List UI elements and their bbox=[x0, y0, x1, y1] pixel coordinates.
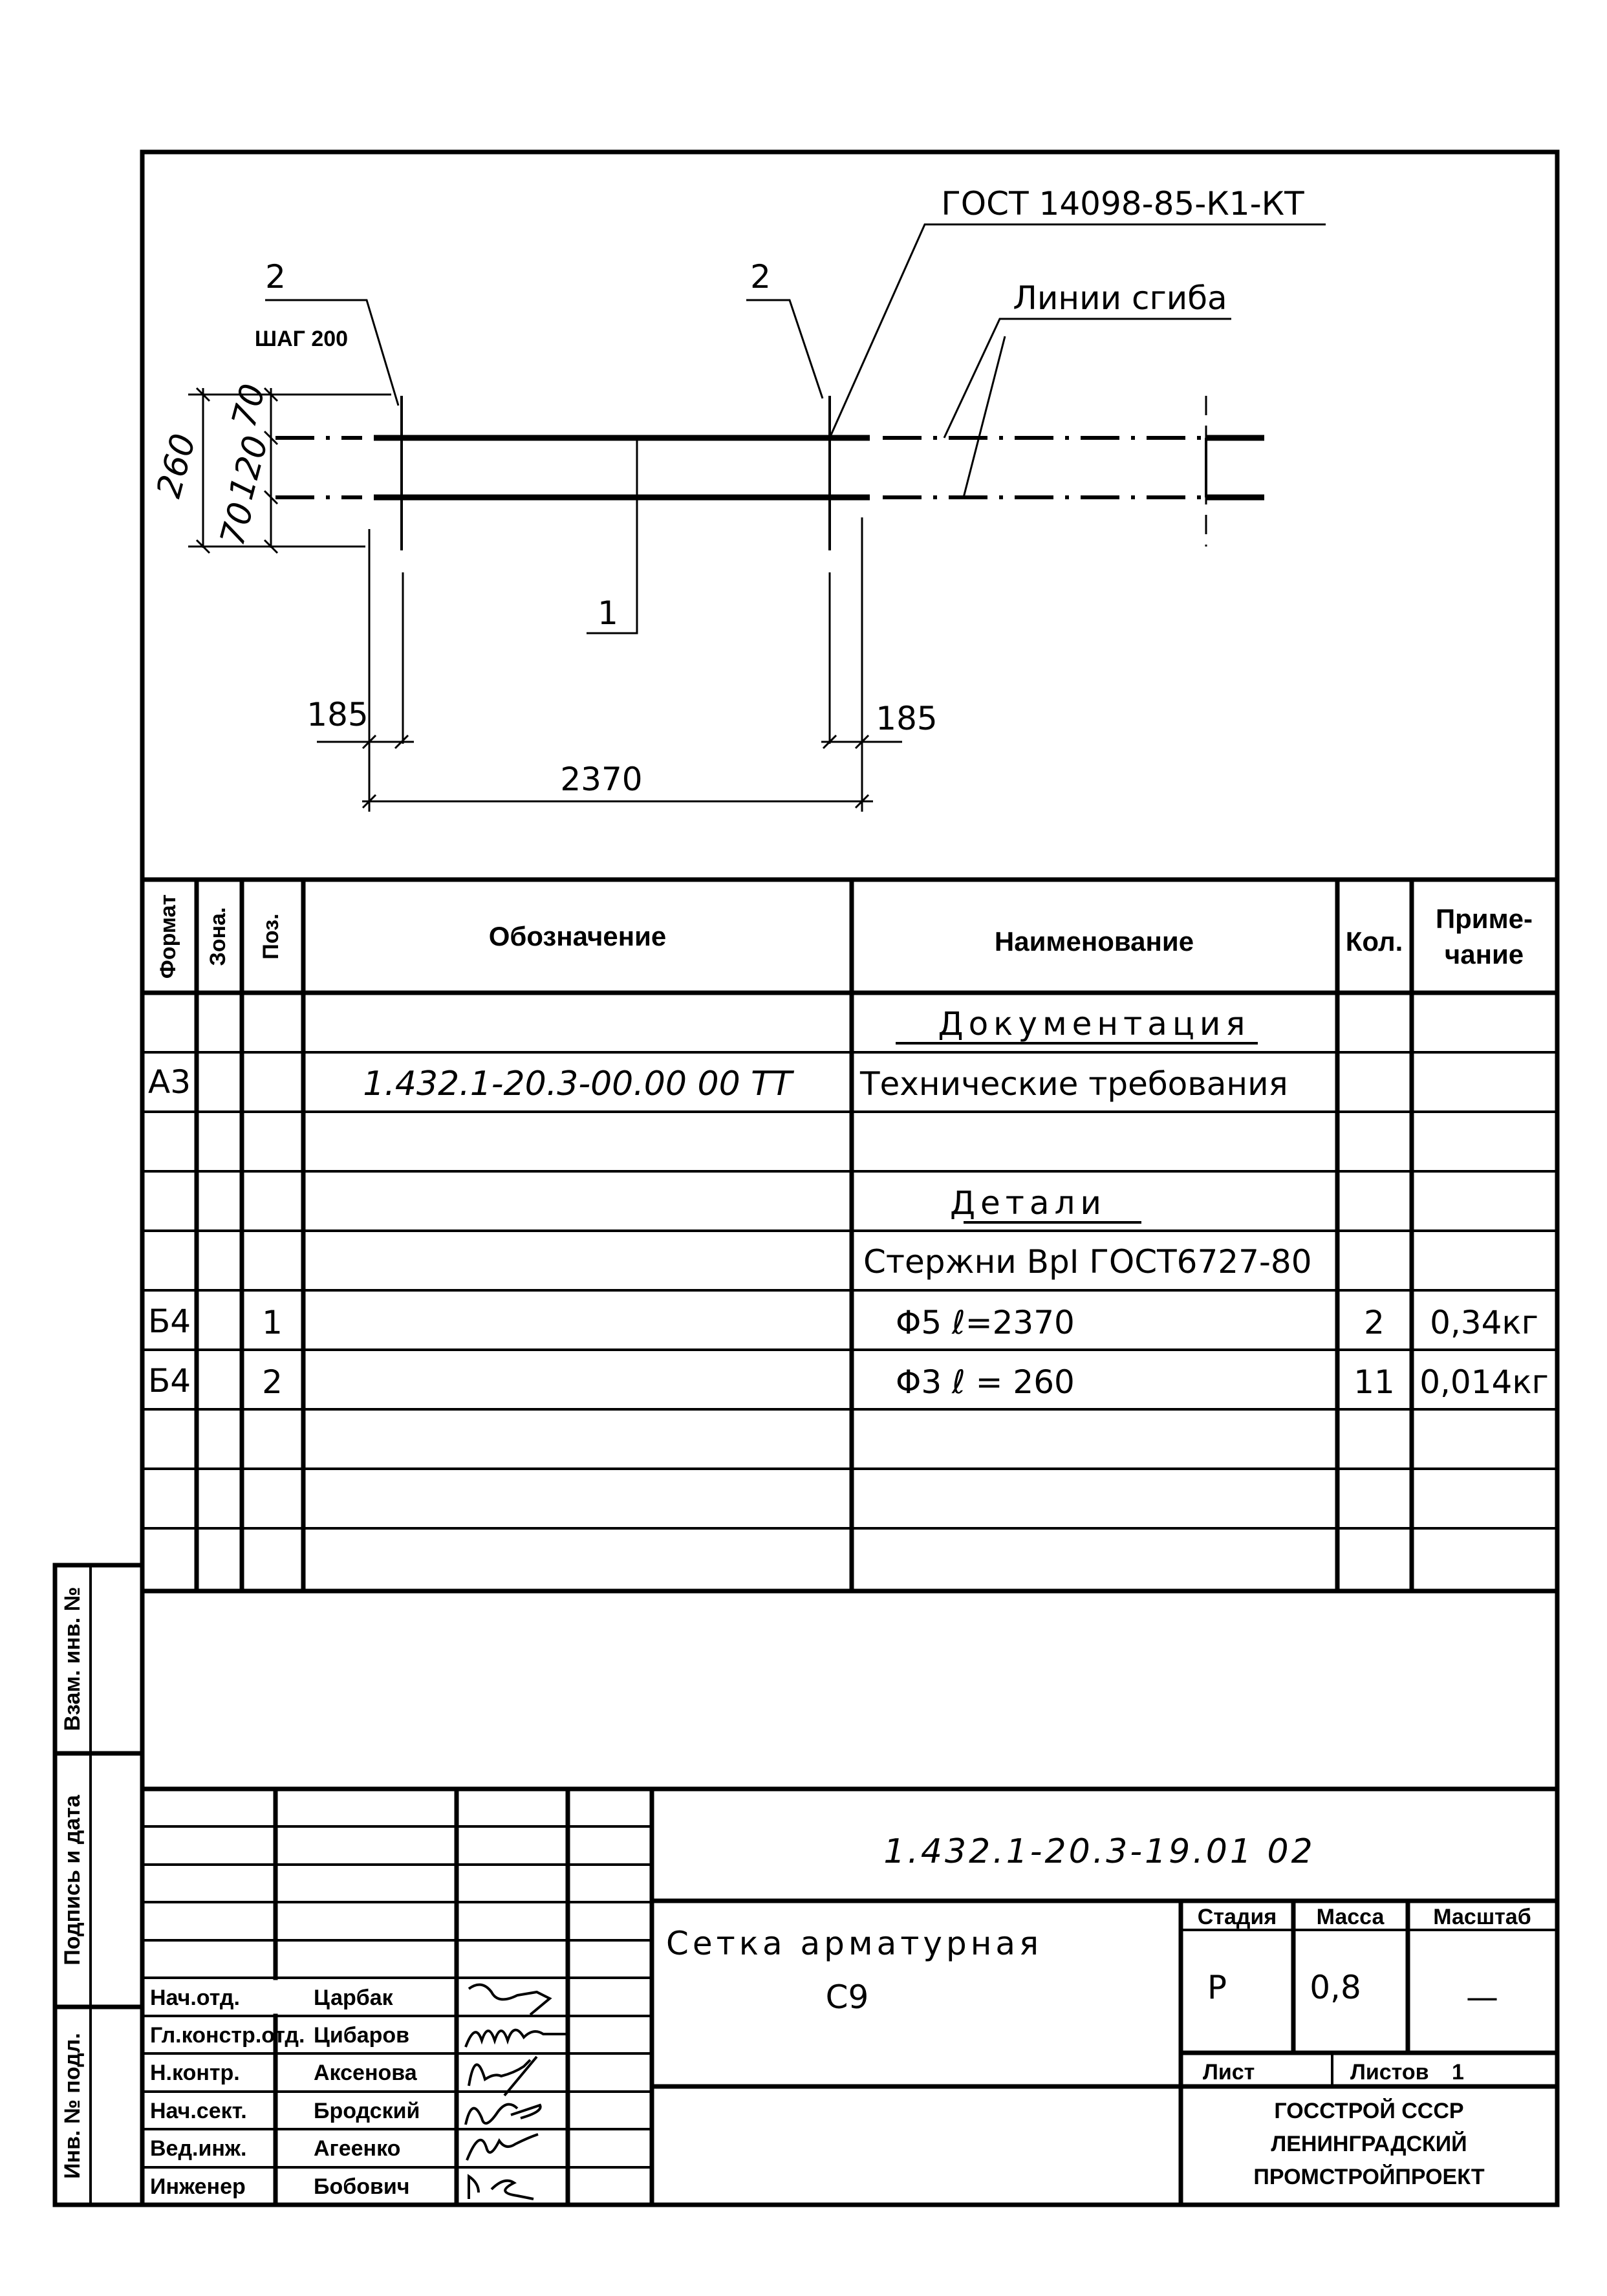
org-line-1: ГОССТРОЙ СССР bbox=[1274, 2098, 1463, 2123]
table-row: Документация bbox=[896, 1005, 1258, 1045]
cell-pos: 1 bbox=[262, 1304, 283, 1341]
sign-date-label: Подпись и дата bbox=[60, 1794, 85, 1966]
cell-qty: 11 bbox=[1354, 1363, 1395, 1401]
dim-70-bottom-text: 70 bbox=[213, 499, 262, 550]
sheets-label: Листов bbox=[1350, 2060, 1429, 2085]
org-line-3: ПРОМСТРОЙПРОЕКТ bbox=[1253, 2164, 1484, 2189]
replaced-inv-label: Взам. инв. № bbox=[60, 1587, 85, 1731]
sheet-frame bbox=[140, 149, 1560, 2207]
header-designation: Обозначение bbox=[489, 921, 667, 951]
signature-icon bbox=[468, 2055, 538, 2097]
document-mark: С9 bbox=[826, 1978, 869, 2016]
section-heading-documentation: Документация bbox=[938, 1005, 1251, 1043]
header-pos: Поз. bbox=[259, 913, 283, 959]
staff-role: Гл.констр.отд. bbox=[150, 2023, 305, 2048]
stage-label: Стадия bbox=[1198, 1905, 1277, 1929]
staff-row: Инженер Бобович bbox=[150, 2174, 534, 2200]
staff-role: Н.контр. bbox=[150, 2061, 240, 2085]
staff-role: Инженер bbox=[150, 2174, 246, 2199]
leader-pos-2-right bbox=[746, 299, 824, 399]
cell-note: 0,34кг bbox=[1430, 1304, 1538, 1341]
staff-name: Бродский bbox=[314, 2099, 420, 2123]
stage-value: Р bbox=[1207, 1969, 1227, 2006]
side-stamp: Взам. инв. № Подпись и дата Инв. № подл. bbox=[52, 1563, 145, 2207]
cell-pos: 2 bbox=[262, 1363, 283, 1401]
cell-note: 0,014кг bbox=[1419, 1363, 1549, 1401]
staff-row: Нач.сект. Бродский bbox=[150, 2099, 542, 2125]
section-heading-details: Детали bbox=[950, 1184, 1106, 1222]
document-designation: 1.432.1-20.3-19.01 02 bbox=[883, 1832, 1315, 1871]
header-format: Формат bbox=[156, 894, 180, 979]
leader-bend-lines bbox=[943, 318, 1231, 439]
document-name: Сетка арматурная bbox=[666, 1925, 1042, 1962]
table-row: Б4 2 Φ3 ℓ = 260 11 0,014кг bbox=[148, 1362, 1549, 1401]
signature-icon bbox=[468, 1983, 552, 2016]
scale-value: — bbox=[1466, 1978, 1498, 2016]
staff-name: Аксенова bbox=[314, 2061, 418, 2085]
dim-120-text: 120 bbox=[222, 432, 276, 504]
staff-role: Нач.отд. bbox=[150, 1986, 240, 2010]
gost-label: ГОСТ 14098-85-К1-КТ bbox=[941, 185, 1304, 222]
cell-name: Технические требования bbox=[859, 1065, 1288, 1103]
cell-qty: 2 bbox=[1364, 1304, 1385, 1341]
staff-name: Царбак bbox=[314, 1986, 394, 2010]
header-note-2: чание bbox=[1445, 939, 1524, 969]
staff-name: Бобович bbox=[314, 2174, 410, 2199]
pos-1-label: 1 bbox=[598, 594, 618, 632]
leader-gost bbox=[828, 223, 1326, 439]
signature-icon bbox=[464, 2028, 569, 2048]
header-name: Наименование bbox=[995, 926, 1194, 957]
header-qty: Кол. bbox=[1346, 926, 1403, 957]
table-row: Б4 1 Φ5 ℓ=2370 2 0,34кг bbox=[148, 1303, 1538, 1341]
pos-2-left-label: 2 bbox=[265, 258, 286, 296]
staff-name: Агеенко bbox=[314, 2136, 400, 2161]
org-line-2: ЛЕНИНГРАДСКИЙ bbox=[1271, 2131, 1467, 2156]
cell-format: Б4 bbox=[148, 1362, 191, 1400]
signature-icon bbox=[464, 2103, 542, 2125]
table-row: А3 1.432.1-20.3-00.00 00 ТТ Технические … bbox=[148, 1063, 1288, 1103]
sheet-label: Лист bbox=[1203, 2060, 1255, 2085]
cell-format: А3 bbox=[148, 1063, 191, 1101]
signature-icon bbox=[468, 2174, 534, 2200]
dim-260-text: 260 bbox=[149, 430, 204, 502]
cell-name: Стержни ВрI ГОСТ6727-80 bbox=[863, 1243, 1312, 1281]
title-block: Нач.отд. Царбак Гл.констр.отд. Цибаров Н… bbox=[140, 1786, 1560, 2207]
dim-185-right-text: 185 bbox=[876, 700, 937, 737]
mass-label: Масса bbox=[1317, 1905, 1385, 1929]
staff-row: Н.контр. Аксенова bbox=[150, 2055, 538, 2097]
staff-row: Гл.констр.отд. Цибаров bbox=[150, 2023, 569, 2048]
dim-ticks-left bbox=[195, 387, 279, 554]
step-label: ШАГ 200 bbox=[255, 327, 348, 351]
header-zone: Зона. bbox=[206, 907, 230, 966]
leader-pos-1 bbox=[587, 440, 638, 634]
cell-name: Φ5 ℓ=2370 bbox=[896, 1304, 1075, 1341]
cell-name: Φ3 ℓ = 260 bbox=[896, 1363, 1075, 1401]
specification-table: Формат Зона. Поз. Обозначение Наименован… bbox=[140, 877, 1560, 1594]
table-row: Стержни ВрI ГОСТ6727-80 bbox=[863, 1243, 1312, 1281]
pos-2-right-label: 2 bbox=[750, 258, 771, 296]
signature-icon bbox=[466, 2133, 539, 2161]
staff-row: Вед.инж. Агеенко bbox=[150, 2133, 539, 2161]
cell-format: Б4 bbox=[148, 1303, 191, 1340]
staff-row: Нач.отд. Царбак bbox=[150, 1983, 552, 2016]
staff-role: Вед.инж. bbox=[150, 2136, 246, 2161]
dim-70-top-text: 70 bbox=[225, 380, 274, 431]
dim-185-left-text: 185 bbox=[307, 696, 368, 733]
mass-value: 0,8 bbox=[1310, 1969, 1361, 2006]
staff-role: Нач.сект. bbox=[150, 2099, 247, 2123]
cell-designation: 1.432.1-20.3-00.00 00 ТТ bbox=[363, 1065, 795, 1103]
bend-lines-label: Линии сгиба bbox=[1013, 279, 1227, 317]
table-row: Детали bbox=[950, 1184, 1141, 1224]
orig-inv-label: Инв. № подл. bbox=[60, 2033, 85, 2179]
sheets-count: 1 bbox=[1452, 2060, 1464, 2085]
leader-pos-2-left bbox=[265, 299, 400, 406]
mesh-drawing: 260 70 120 70 185 185 2370 2 ШАГ 200 2 1… bbox=[149, 185, 1326, 812]
dim-2370-text: 2370 bbox=[560, 761, 642, 798]
header-note: Приме- bbox=[1436, 904, 1533, 934]
dim-ticks bbox=[361, 734, 870, 809]
scale-label: Масштаб bbox=[1433, 1905, 1531, 1929]
staff-name: Цибаров bbox=[314, 2023, 409, 2048]
